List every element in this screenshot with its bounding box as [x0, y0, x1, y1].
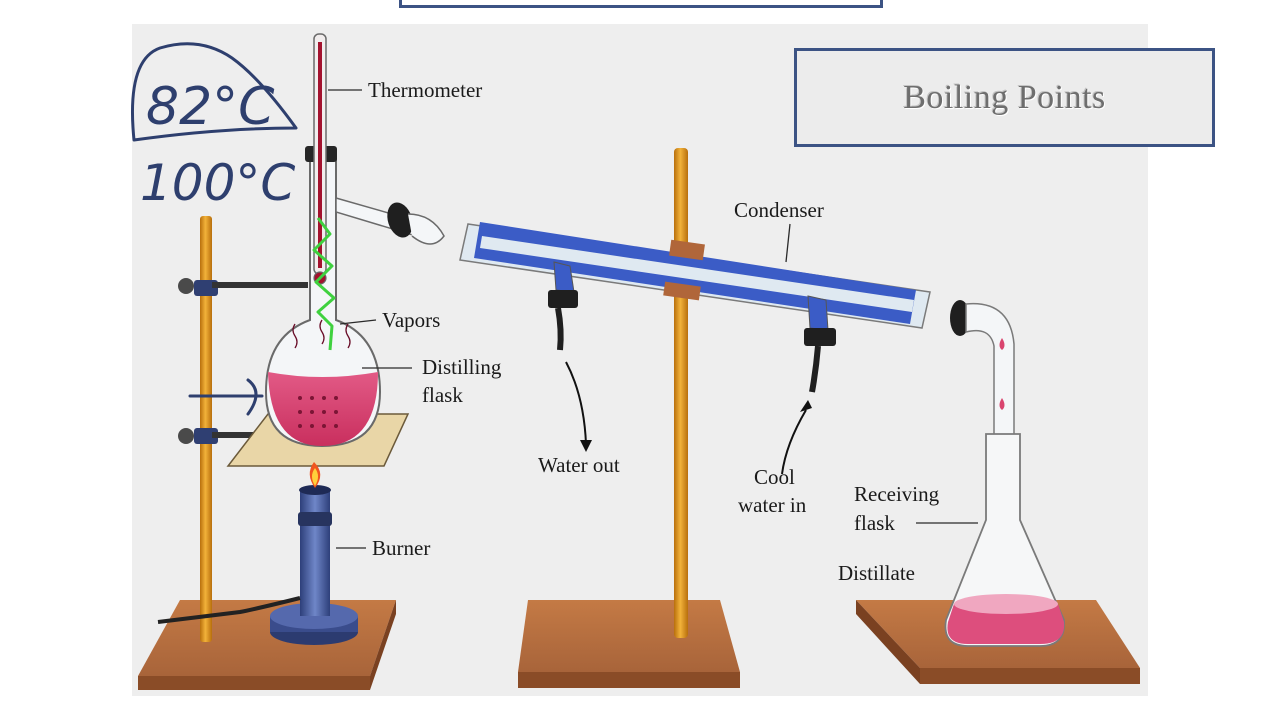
handwritten-box	[130, 42, 298, 142]
base-left	[138, 600, 396, 690]
label-condenser: Condenser	[734, 198, 824, 222]
label-thermometer: Thermometer	[368, 78, 482, 102]
condenser	[459, 222, 931, 393]
handwritten-green-zigzag	[312, 217, 336, 351]
adapter	[950, 300, 1015, 437]
base-middle	[518, 600, 740, 688]
distilling-flask	[264, 146, 382, 448]
handwritten-annotations: 82°C 100°C	[130, 42, 336, 416]
receiving-flask	[944, 433, 1065, 647]
burner	[157, 462, 358, 645]
label-burner: Burner	[372, 536, 430, 560]
label-distilling-flask-line2: flask	[422, 383, 463, 407]
label-distillate: Distillate	[838, 561, 915, 585]
leader-lines	[328, 89, 978, 549]
title-text: Boiling Points	[903, 78, 1106, 116]
side-arm	[335, 197, 445, 245]
label-receiving-flask-line2: flask	[854, 511, 895, 535]
handwritten-arrow	[188, 378, 264, 416]
clamp-upper	[178, 278, 308, 296]
handwritten-temp-100: 100°C	[140, 154, 295, 212]
label-distilling-flask-line1: Distilling	[422, 355, 502, 379]
label-cool-water-line2: water in	[738, 493, 807, 517]
title-box: Boiling Points	[794, 48, 1215, 147]
stand-rod-middle	[674, 148, 688, 638]
label-water-out: Water out	[538, 453, 620, 477]
clamp-lower	[178, 428, 276, 444]
label-vapors: Vapors	[382, 308, 440, 332]
label-cool-water-line1: Cool	[754, 465, 795, 489]
flow-arrows	[565, 361, 812, 475]
label-receiving-flask-line1: Receiving	[854, 482, 940, 506]
handwritten-temp-82: 82°C	[146, 77, 275, 137]
top-frame	[399, 0, 883, 8]
